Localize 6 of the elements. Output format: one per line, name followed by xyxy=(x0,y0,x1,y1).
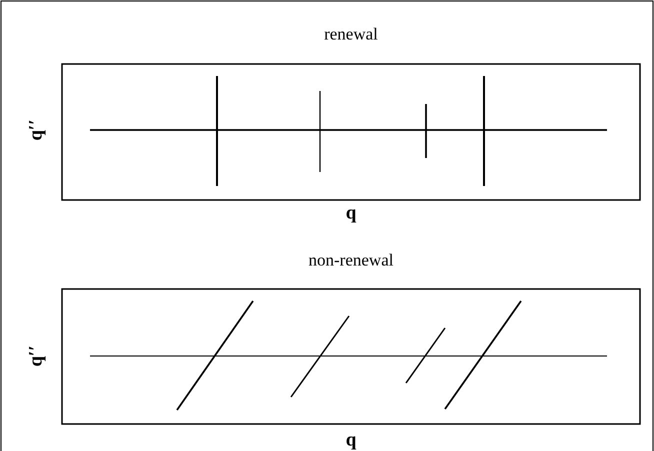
axis-label: q xyxy=(346,430,356,450)
axis-label: q′′ xyxy=(26,345,46,367)
axis-label: q′′ xyxy=(26,119,46,141)
panel-title: non-renewal xyxy=(308,252,394,268)
panel-title: renewal xyxy=(324,26,378,42)
axis-label: q xyxy=(346,204,356,222)
